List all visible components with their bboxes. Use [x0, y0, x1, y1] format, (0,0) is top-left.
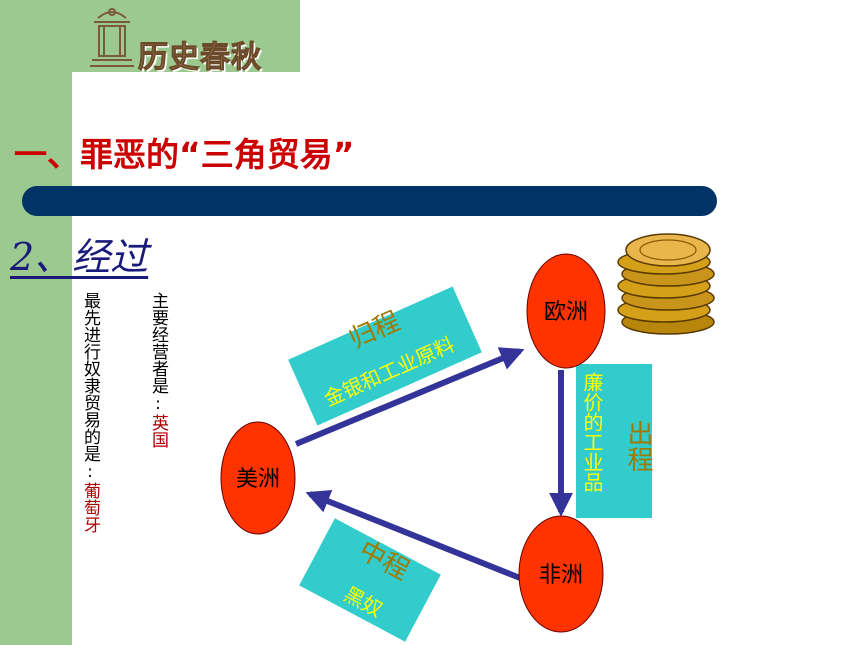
main-country-note: 主要经营者是:英国 — [148, 292, 168, 448]
europe-node — [526, 253, 606, 369]
return-leg-box — [288, 286, 482, 426]
first-country-value: 葡萄牙 — [80, 482, 100, 533]
content-corner — [72, 72, 152, 152]
africa-node — [518, 515, 604, 633]
title-underline-bar — [22, 186, 717, 216]
america-node — [220, 421, 296, 535]
outbound-leg-name: 出程 — [623, 420, 653, 472]
outbound-leg-box — [576, 364, 652, 518]
return-arrow — [294, 347, 525, 447]
main-country-prefix: 主要经营者是: — [148, 292, 168, 414]
logo-text: 历史春秋 — [138, 40, 262, 76]
first-country-prefix: 最先进行奴隶贸易的是: — [80, 292, 100, 482]
gold-coins-icon — [617, 233, 715, 335]
left-decor-strip — [0, 0, 72, 645]
first-country-note: 最先进行奴隶贸易的是:葡萄牙 — [80, 292, 100, 533]
middle-arrow — [305, 489, 522, 581]
europe-label: 欧洲 — [544, 300, 588, 325]
page-title: 一、罪恶的“三角贸易” — [14, 135, 355, 174]
main-country-value: 英国 — [148, 414, 168, 448]
africa-label: 非洲 — [539, 563, 583, 588]
section-subtitle: 2、经过 — [10, 235, 149, 279]
america-label: 美洲 — [236, 467, 280, 492]
middle-leg-box — [299, 518, 441, 642]
top-decor-strip — [0, 0, 300, 72]
pavilion-logo-icon — [90, 8, 134, 67]
outbound-leg-goods: 廉价的工业品 — [580, 372, 604, 492]
